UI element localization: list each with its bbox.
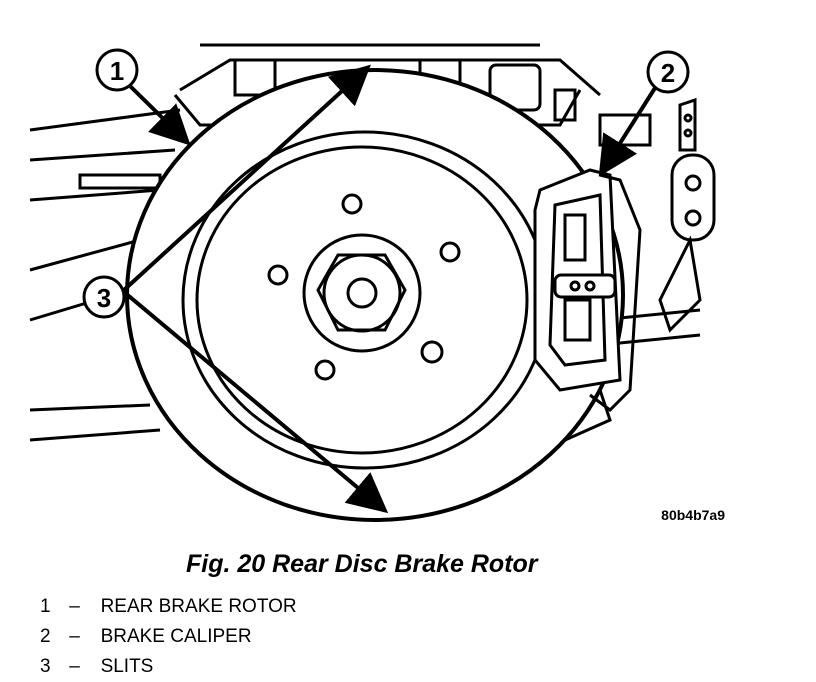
- callout-1: 1: [95, 48, 191, 146]
- figure-image-id: 80b4b7a9: [661, 507, 725, 523]
- legend-number: 3: [40, 656, 51, 677]
- brake-rotor-illustration: 1 2 3 80b4b7a9: [29, 43, 725, 523]
- figure-caption: Fig. 20 Rear Disc Brake Rotor: [186, 550, 538, 578]
- callout-legend: 1 – REAR BRAKE ROTOR 2 – BRAKE CALIPER 3…: [40, 592, 297, 682]
- legend-item: 3 – SLITS: [40, 652, 297, 682]
- callout-2: 2: [598, 50, 690, 177]
- legend-separator: –: [69, 596, 80, 617]
- legend-item: 2 – BRAKE CALIPER: [40, 622, 297, 652]
- svg-text:1: 1: [110, 56, 124, 86]
- wheel-studs: [267, 193, 461, 381]
- legend-number: 2: [40, 626, 51, 647]
- legend-label: REAR BRAKE ROTOR: [100, 596, 297, 617]
- callout-3: 3: [82, 64, 389, 514]
- legend-label: BRAKE CALIPER: [100, 626, 252, 647]
- legend-number: 1: [40, 596, 51, 617]
- legend-separator: –: [69, 656, 80, 677]
- svg-text:3: 3: [97, 283, 111, 313]
- stabilizer-link: [670, 97, 716, 242]
- brake-caliper: [533, 168, 642, 412]
- legend-label: SLITS: [100, 656, 154, 677]
- legend-separator: –: [69, 626, 80, 647]
- svg-text:2: 2: [661, 58, 675, 88]
- legend-item: 1 – REAR BRAKE ROTOR: [40, 592, 297, 622]
